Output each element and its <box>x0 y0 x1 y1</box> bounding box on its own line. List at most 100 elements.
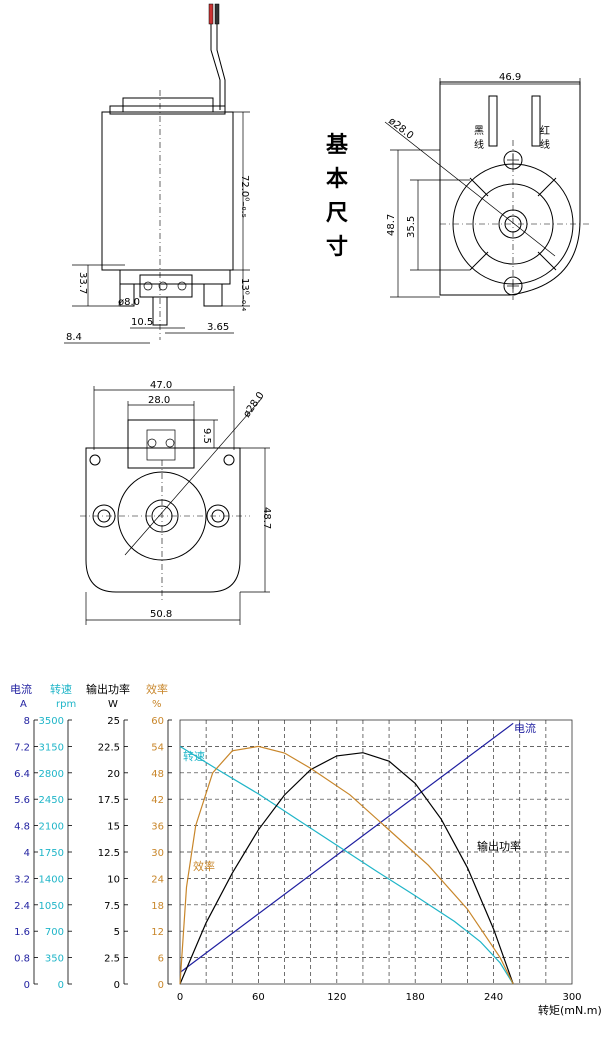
dim-w-50-8: 50.8 <box>150 609 172 620</box>
dim-h-35-5: 35.5 <box>406 216 417 238</box>
y-tick-label-power: 12.5 <box>98 848 120 859</box>
y-tick-label-current: 3.2 <box>14 874 30 885</box>
y-tick-label-power: 25 <box>107 716 120 727</box>
dim-w-28: 28.0 <box>148 395 170 406</box>
y-tick-label-efficiency: 18 <box>151 901 164 912</box>
header-current-unit: A <box>20 699 27 710</box>
header-speed-name: 转速 <box>50 682 72 696</box>
title-block: 基 本 尺 寸 <box>326 133 349 260</box>
y-tick-label-speed: 3150 <box>39 742 64 753</box>
y-tick-label-power: 0 <box>114 980 120 991</box>
y-tick-label-speed: 1050 <box>39 901 64 912</box>
y-tick-label-efficiency: 48 <box>151 769 164 780</box>
series-power-line <box>179 752 514 985</box>
wire-black-1: 黑 <box>474 125 484 137</box>
y-tick-label-speed: 2800 <box>39 769 64 780</box>
wire-red-1: 红 <box>540 124 550 137</box>
y-tick-label-speed: 2450 <box>39 795 64 806</box>
x-tick-label: 180 <box>406 992 425 1003</box>
y-tick-label-speed: 2100 <box>39 822 64 833</box>
end-view-drawing: 46.9 黑 线 红 线 ø28.0 48.7 35. <box>384 72 590 300</box>
y-tick-label-power: 22.5 <box>98 742 120 753</box>
dim-h-48-7-bottom: 48.7 <box>261 507 272 529</box>
chart-grid <box>179 719 573 985</box>
y-tick-label-efficiency: 0 <box>158 980 164 991</box>
y-tick-label-power: 20 <box>107 769 120 780</box>
dim-left-33-7: 33.7 <box>77 272 88 294</box>
y-tick-label-power: 2.5 <box>104 954 120 965</box>
y-tick-label-current: 7.2 <box>14 742 30 753</box>
header-power-unit: W <box>108 699 118 710</box>
series-label-current: 电流 <box>514 721 536 735</box>
y-tick-label-efficiency: 12 <box>151 927 164 938</box>
y-tick-label-current: 1.6 <box>14 927 30 938</box>
bottom-view-drawing: 47.0 28.0 9.5 ø28.0 48.7 50.8 <box>80 380 272 625</box>
dim-w-3-65: 3.65 <box>207 322 229 333</box>
dim-base-13: 13⁰₋₀.₄ <box>239 278 250 311</box>
title-char-2: 本 <box>326 167 348 192</box>
title-char-4: 寸 <box>326 235 348 260</box>
dim-w-47: 47.0 <box>150 380 172 391</box>
y-tick-label-efficiency: 30 <box>151 848 164 859</box>
dim-shaft-dia: ø8.0 <box>118 297 140 308</box>
series-current-line <box>179 722 514 973</box>
series-label-power: 输出功率 <box>477 839 521 853</box>
y-tick-label-efficiency: 24 <box>151 874 164 885</box>
y-tick-label-power: 17.5 <box>98 795 120 806</box>
series-speed-line <box>179 745 514 985</box>
wire-red-2: 线 <box>540 138 550 151</box>
y-tick-label-efficiency: 36 <box>151 822 164 833</box>
y-tick-label-current: 6.4 <box>14 769 30 780</box>
dim-h-48-7-top: 48.7 <box>386 214 397 236</box>
y-tick-label-power: 7.5 <box>104 901 120 912</box>
header-eff-unit: % <box>152 699 162 710</box>
series-efficiency-line <box>179 745 514 985</box>
dim-width-46-9: 46.9 <box>499 72 521 83</box>
x-tick-label: 60 <box>252 992 265 1003</box>
y-tick-label-current: 4 <box>24 848 30 859</box>
y-tick-label-speed: 1750 <box>39 848 64 859</box>
series-label-efficiency: 效率 <box>193 859 215 873</box>
title-char-3: 尺 <box>326 201 348 226</box>
y-tick-label-efficiency: 6 <box>158 954 164 965</box>
y-tick-label-speed: 3500 <box>39 716 64 727</box>
dim-dia-28-top: ø28.0 <box>386 116 415 142</box>
header-current-name: 电流 <box>10 682 32 696</box>
dim-w-10-5: 10.5 <box>131 317 153 328</box>
chart-series <box>179 722 514 985</box>
wire-black-2: 线 <box>474 138 484 151</box>
dim-h-9-5: 9.5 <box>201 428 212 444</box>
dim-height-72: 72.0⁰₋₀.₅ <box>239 175 250 218</box>
y-tick-label-speed: 350 <box>45 954 64 965</box>
series-label-speed: 转速 <box>183 749 205 763</box>
y-tick-label-speed: 700 <box>45 927 64 938</box>
y-tick-label-speed: 0 <box>58 980 64 991</box>
y-tick-label-power: 5 <box>114 927 120 938</box>
y-tick-label-current: 4.8 <box>14 822 30 833</box>
side-view-drawing: 72.0⁰₋₀.₅ 13⁰₋₀.₄ 33.7 ø8.0 10.5 3.65 8.… <box>64 3 250 344</box>
title-char-1: 基 <box>326 133 349 158</box>
dim-w-8-4: 8.4 <box>66 332 82 343</box>
y-tick-label-power: 10 <box>107 874 120 885</box>
x-tick-label: 0 <box>177 992 183 1003</box>
header-power-name: 输出功率 <box>86 682 130 696</box>
x-axis-label: 转矩(mN.m) <box>538 1003 602 1017</box>
y-tick-label-efficiency: 60 <box>151 716 164 727</box>
y-tick-label-current: 5.6 <box>14 795 30 806</box>
x-tick-label: 240 <box>484 992 503 1003</box>
header-eff-name: 效率 <box>146 682 168 696</box>
header-speed-unit: rpm <box>56 699 76 710</box>
y-tick-label-power: 15 <box>107 822 120 833</box>
y-tick-label-current: 0 <box>24 980 30 991</box>
y-tick-label-efficiency: 54 <box>151 742 164 753</box>
dim-dia-28-bottom: ø28.0 <box>241 390 266 420</box>
y-tick-label-speed: 1400 <box>39 874 64 885</box>
x-tick-label: 120 <box>327 992 346 1003</box>
y-tick-label-efficiency: 42 <box>151 795 164 806</box>
x-tick-label: 300 <box>562 992 581 1003</box>
y-tick-label-current: 2.4 <box>14 901 30 912</box>
